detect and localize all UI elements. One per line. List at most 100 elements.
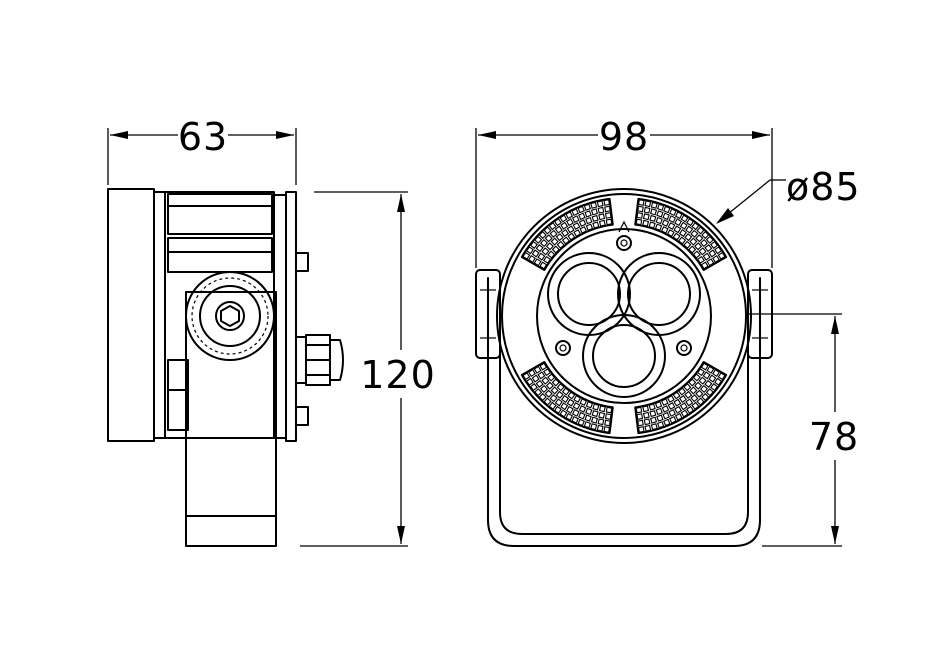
- grille-cell: [603, 199, 611, 206]
- grille-cell: [648, 403, 656, 411]
- grille-cell: [604, 205, 611, 213]
- grille-cell: [661, 219, 670, 227]
- grille-cell: [577, 418, 585, 427]
- grille-cell: [698, 376, 707, 385]
- grille-cell: [604, 419, 611, 427]
- grille-cell: [661, 405, 670, 413]
- grille-cell: [578, 212, 586, 221]
- grille-cell: [561, 387, 570, 396]
- grille-cell: [668, 215, 677, 223]
- grille-cell: [559, 214, 568, 223]
- grille-cell: [556, 240, 565, 249]
- grille-cell: [547, 250, 556, 259]
- grille-cell: [590, 416, 599, 424]
- front-view-left-pivot: [475, 269, 501, 359]
- grille-cell: [698, 247, 707, 256]
- grille-cell: [556, 383, 565, 392]
- grille-cell: [544, 234, 553, 243]
- grille-cell: [672, 232, 681, 241]
- grille-cell: [604, 212, 612, 219]
- grille-cell: [712, 369, 721, 377]
- grille-cell: [553, 218, 562, 227]
- grille-cell: [702, 371, 711, 380]
- grille-cell: [656, 203, 665, 211]
- grille-cell: [691, 222, 700, 231]
- grille-cell: [527, 369, 536, 377]
- grille-cell: [591, 409, 599, 418]
- grille-cell: [649, 214, 657, 223]
- grille-cell: [714, 246, 723, 255]
- grille-cell: [673, 225, 682, 234]
- grille-cell: [704, 244, 713, 253]
- front-view-yoke: [487, 277, 761, 547]
- grille-cell: [537, 371, 546, 380]
- grille-cell: [710, 383, 719, 392]
- grille-cell: [666, 229, 675, 237]
- grille-cell: [535, 244, 544, 253]
- grille-cell: [649, 409, 657, 418]
- grille-cell: [706, 258, 715, 267]
- grille-cell: [666, 395, 675, 403]
- grille-cell: [708, 249, 717, 258]
- grille-cell: [538, 230, 547, 240]
- grille-cell: [644, 424, 652, 432]
- side-view-knob: [185, 271, 275, 361]
- grille-cell: [590, 208, 599, 216]
- grille-cell: [554, 225, 563, 234]
- grille-cell: [691, 401, 700, 410]
- grille-cell: [637, 426, 645, 433]
- grille-cell: [525, 246, 534, 255]
- grille-cell: [539, 261, 548, 270]
- grille-cell: [694, 381, 703, 390]
- grille-cell: [561, 236, 570, 245]
- grille-cell: [598, 411, 606, 419]
- grille-segment: [634, 197, 728, 271]
- grille-cell: [555, 233, 564, 242]
- grille-cell: [684, 390, 693, 399]
- grille-cell: [692, 373, 701, 382]
- grille-cell: [597, 418, 605, 426]
- grille-cell: [669, 208, 677, 217]
- grille-cell: [648, 221, 656, 229]
- grille-cell: [660, 398, 669, 406]
- grille-cell: [579, 398, 588, 406]
- grille-cell: [578, 219, 587, 227]
- grille-cell: [642, 219, 650, 227]
- grille-segment: [634, 361, 728, 435]
- grille-cell: [605, 406, 613, 414]
- grille-cell: [545, 381, 554, 390]
- grille-cell: [571, 415, 579, 424]
- dimension-diameter-label: ø85: [786, 165, 861, 209]
- grille-cell: [535, 379, 544, 388]
- grille-cell: [701, 392, 710, 402]
- grille-cell: [643, 418, 651, 426]
- grille-cell: [688, 378, 697, 387]
- grille-cell: [565, 211, 574, 220]
- dimension-front-width: 98: [475, 115, 773, 268]
- side-view-cable-gland: [295, 334, 344, 386]
- grille-cell: [674, 218, 683, 227]
- grille-cell: [674, 405, 683, 414]
- grille-cell: [637, 205, 644, 213]
- grille-cell: [643, 206, 651, 214]
- dimension-side-width: 63: [107, 115, 297, 185]
- grille-cell: [538, 392, 547, 402]
- grille-cell: [637, 419, 644, 427]
- grille-cell: [683, 383, 692, 392]
- grille-cell: [702, 252, 711, 261]
- grille-segment: [520, 361, 614, 435]
- grille-cell: [592, 403, 600, 411]
- grille-cell: [596, 200, 604, 208]
- dimension-diameter: ø85: [716, 165, 861, 224]
- dimension-axis-height: 78: [748, 313, 858, 547]
- grille-cell: [674, 211, 683, 220]
- grille-cell: [710, 240, 719, 249]
- grille-cell: [583, 421, 592, 429]
- grille-cell: [603, 426, 611, 433]
- grille-cell: [708, 374, 717, 383]
- grille-cell: [705, 235, 714, 244]
- grille-cell: [549, 394, 558, 403]
- grille-cell: [529, 383, 538, 392]
- grille-cell: [597, 206, 605, 214]
- grille-cell: [686, 218, 695, 227]
